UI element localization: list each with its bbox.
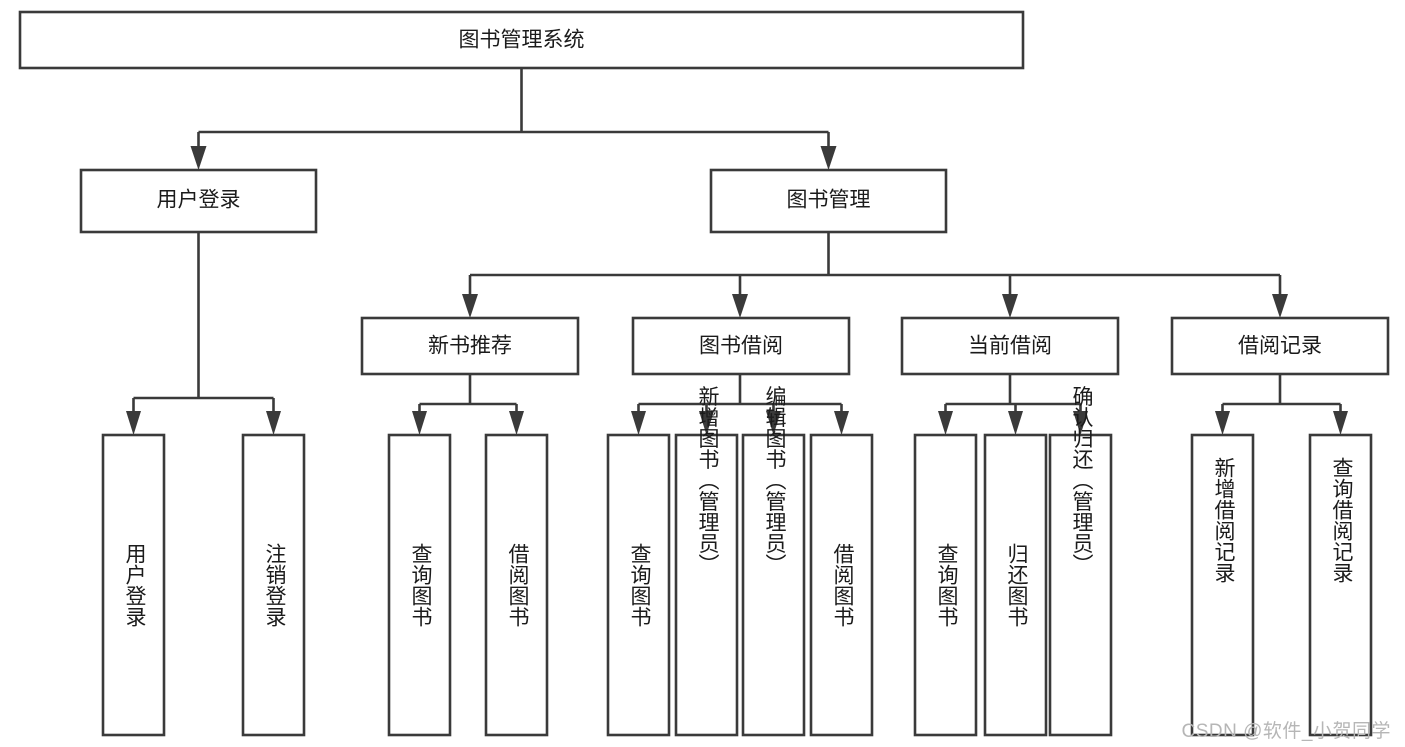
arrow-borrowrecord-to-leaf-add-record: [1215, 411, 1230, 435]
node-leaf-query-borrow-record-label: 查询借阅记录: [1330, 457, 1354, 583]
node-leaf-query-borrow-record-box[interactable]: [1308, 433, 1373, 737]
arrow-bookborrow-to-leaf-query-book: [631, 411, 646, 435]
node-book-borrow-box[interactable]: [631, 316, 851, 376]
node-leaf-query-book-borrow[interactable]: 查询图书: [606, 433, 671, 737]
node-new-book-recommend-label: 新书推荐: [428, 335, 512, 358]
node-borrow-record-box[interactable]: [1170, 316, 1390, 376]
node-leaf-borrow-book-borrow[interactable]: 借阅图书: [809, 433, 874, 737]
arrow-currentborrow-to-leaf-return-book: [1008, 411, 1023, 435]
arrow-currentborrow-to-leaf-query-book: [938, 411, 953, 435]
node-leaf-query-book-newbook[interactable]: 查询图书: [387, 433, 452, 737]
arrow-book-manage-to-current-borrow: [1002, 294, 1018, 318]
edge-group-book-borrow: [631, 374, 849, 435]
node-leaf-logout[interactable]: 注销登录: [241, 433, 306, 737]
node-leaf-return-book-label: 归还图书: [1005, 543, 1029, 627]
node-leaf-user-login-box[interactable]: [101, 433, 166, 737]
node-leaf-user-login[interactable]: 用户登录: [101, 433, 166, 737]
node-borrow-record[interactable]: 借阅记录: [1170, 316, 1390, 376]
node-new-book-recommend-box[interactable]: [360, 316, 580, 376]
node-leaf-borrow-book-borrow-label: 借阅图书: [831, 543, 855, 627]
node-leaf-borrow-book-newbook-label: 借阅图书: [506, 543, 530, 627]
node-book-borrow[interactable]: 图书借阅: [631, 316, 851, 376]
node-leaf-user-login-label: 用户登录: [123, 543, 147, 627]
edge-group-current-borrow: [938, 374, 1088, 435]
node-leaf-query-book-newbook-label: 查询图书: [409, 543, 433, 627]
node-leaf-add-borrow-record-box[interactable]: [1190, 433, 1255, 737]
node-book-manage[interactable]: 图书管理: [709, 168, 948, 234]
node-book-manage-box[interactable]: [709, 168, 948, 234]
node-leaf-add-borrow-record[interactable]: 新增借阅记录: [1190, 433, 1255, 737]
node-root[interactable]: 图书管理系统: [18, 10, 1025, 70]
edge-group-root: [190, 68, 837, 170]
arrow-book-manage-to-book-borrow: [732, 294, 748, 318]
arrow-root-to-book-manage: [820, 146, 837, 170]
node-leaf-query-book-current-label: 查询图书: [935, 543, 959, 627]
node-borrow-record-label: 借阅记录: [1238, 335, 1322, 358]
arrow-bookborrow-to-leaf-add-book: [699, 411, 714, 435]
arrow-borrowrecord-to-leaf-query-record: [1333, 411, 1348, 435]
edge-group-user-login: [126, 232, 281, 435]
node-leaf-return-book[interactable]: 归还图书: [983, 433, 1048, 737]
node-leaf-borrow-book-newbook[interactable]: 借阅图书: [484, 433, 549, 737]
arrow-bookborrow-to-leaf-edit-book: [766, 411, 781, 435]
node-leaf-query-book-borrow-label: 查询图书: [628, 543, 652, 627]
node-leaf-logout-box[interactable]: [241, 433, 306, 737]
edge-group-borrow-record: [1215, 374, 1348, 435]
arrow-newbook-to-leaf-query-book: [412, 411, 427, 435]
arrow-bookborrow-to-leaf-borrow-book: [834, 411, 849, 435]
node-book-borrow-label: 图书借阅: [699, 335, 783, 358]
node-current-borrow-label: 当前借阅: [968, 335, 1052, 358]
node-leaf-add-book-admin-box[interactable]: [674, 433, 739, 737]
node-root-label: 图书管理系统: [459, 29, 585, 52]
node-root-box[interactable]: [18, 10, 1025, 70]
node-user-login-box[interactable]: [79, 168, 318, 234]
arrow-root-to-user-login: [190, 146, 207, 170]
arrow-currentborrow-to-leaf-confirm-return: [1073, 411, 1088, 435]
node-current-borrow[interactable]: 当前借阅: [900, 316, 1120, 376]
node-leaf-logout-label: 注销登录: [263, 543, 287, 627]
node-leaf-borrow-book-borrow-box[interactable]: [809, 433, 874, 737]
node-leaf-return-book-box[interactable]: [983, 433, 1048, 737]
node-leaf-borrow-book-newbook-box[interactable]: [484, 433, 549, 737]
node-leaf-confirm-return-admin-box[interactable]: [1048, 433, 1113, 737]
arrow-book-manage-to-new-book-recommend: [462, 294, 478, 318]
node-current-borrow-box[interactable]: [900, 316, 1120, 376]
edge-group-new-book-recommend: [412, 374, 524, 435]
node-leaf-confirm-return-admin-label: 确认归还（管理员）: [1070, 386, 1094, 575]
node-leaf-query-book-newbook-box[interactable]: [387, 433, 452, 737]
node-leaf-query-book-current[interactable]: 查询图书: [913, 433, 978, 737]
arrow-user-login-to-leaf-logout: [266, 411, 281, 435]
node-leaf-edit-book-admin-label: 编辑图书（管理员）: [763, 386, 787, 575]
node-new-book-recommend[interactable]: 新书推荐: [360, 316, 580, 376]
node-leaf-add-book-admin-label: 新增图书（管理员）: [696, 386, 720, 575]
arrow-user-login-to-leaf-user-login: [126, 411, 141, 435]
node-book-manage-label: 图书管理: [787, 189, 871, 212]
node-leaf-confirm-return-admin[interactable]: 确认归还（管理员）: [1048, 386, 1113, 737]
node-leaf-query-book-current-box[interactable]: [913, 433, 978, 737]
node-leaf-add-borrow-record-label: 新增借阅记录: [1212, 457, 1236, 583]
node-user-login[interactable]: 用户登录: [79, 168, 318, 234]
arrow-book-manage-to-borrow-record: [1272, 294, 1288, 318]
node-leaf-query-borrow-record[interactable]: 查询借阅记录: [1308, 433, 1373, 737]
edge-group-book-manage: [462, 232, 1288, 318]
node-leaf-add-book-admin[interactable]: 新增图书（管理员）: [674, 386, 739, 737]
arrow-newbook-to-leaf-borrow-book: [509, 411, 524, 435]
node-user-login-label: 用户登录: [157, 189, 241, 212]
node-leaf-query-book-borrow-box[interactable]: [606, 433, 671, 737]
node-leaf-edit-book-admin[interactable]: 编辑图书（管理员）: [741, 386, 806, 737]
node-leaf-edit-book-admin-box[interactable]: [741, 433, 806, 737]
